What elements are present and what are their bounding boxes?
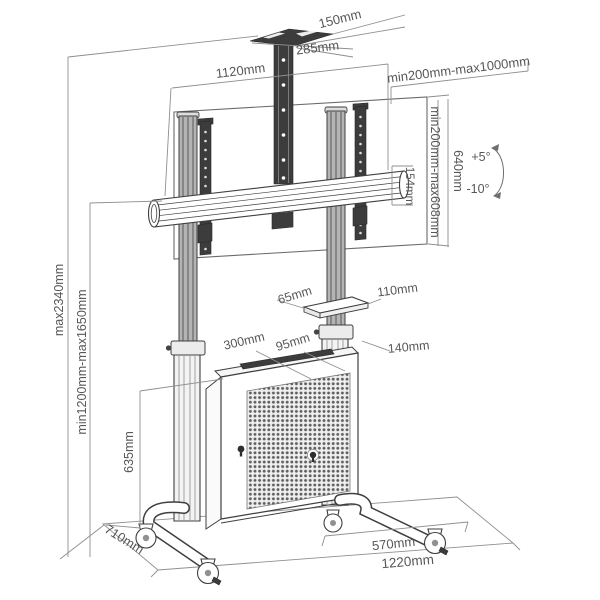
dim-label-tray-width: 110mm [376, 281, 418, 300]
dim-label-upper-rail-length: 1120mm [215, 60, 266, 81]
tilt-down-label: -10° [466, 182, 489, 196]
tilt-arrow [491, 144, 505, 199]
top-plate [249, 28, 334, 47]
keyhole-right[interactable] [307, 449, 319, 462]
right-arm-hook [352, 205, 368, 227]
mesh-panel [247, 373, 350, 509]
dimension-lines [59, 14, 529, 578]
dim-label-top-plate-depth: 285mm [295, 37, 340, 57]
caster-rear-left [135, 523, 157, 549]
dim-label-height-adjustment-range: min1200mm-max1650mm [75, 289, 89, 434]
dim-label-rail-offset: 154mm [403, 167, 415, 205]
dim-label-base-width: 1220mm [381, 552, 435, 572]
center-column-clamp [271, 211, 294, 230]
dim-label-caster-spacing: 570mm [371, 534, 416, 553]
dim-label-mount-bracket-height: 640mm [451, 150, 465, 192]
crossbar [147, 170, 410, 244]
camera-tray [302, 296, 370, 319]
caster-rear-right [323, 509, 343, 533]
dim-label-vesa-height-range: min200mm-max608mm [428, 106, 442, 237]
dim-label-column-offset: 140mm [387, 338, 430, 356]
dim-label-overall-height-max: max2340mm [52, 264, 66, 336]
caster-front-right [423, 528, 449, 556]
keyhole-left[interactable] [237, 445, 245, 457]
dim-label-cabinet-height: 635mm [122, 431, 136, 473]
dim-label-top-plate-width: 150mm [317, 6, 363, 31]
vent-slot [239, 348, 335, 370]
dim-label-vesa-width-range: min200mm-max1000mm [386, 53, 531, 85]
dim-label-cabinet-top-gap: 95mm [274, 330, 311, 354]
center-column [273, 43, 294, 185]
left-arm-hook [197, 222, 213, 244]
tilt-up-label: +5° [471, 150, 490, 164]
dim-label-tray-depth: 65mm [276, 283, 313, 307]
left-column [165, 111, 206, 522]
caster-front-left [196, 558, 222, 586]
dim-label-cabinet-top-width: 300mm [222, 330, 266, 353]
cabinet [205, 346, 360, 530]
